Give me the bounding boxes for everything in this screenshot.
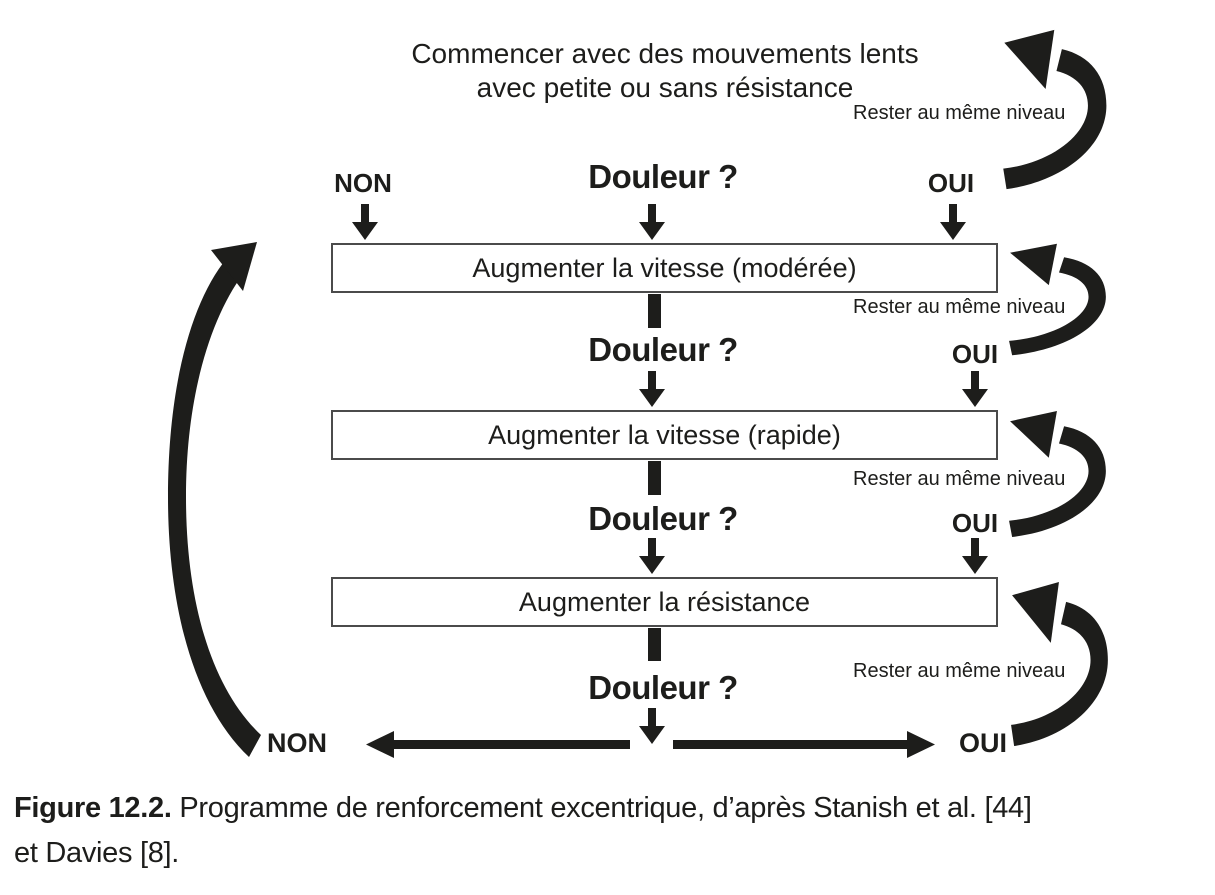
left-arrow-icon xyxy=(366,731,630,758)
down-arrow-icon-yes-1 xyxy=(940,204,966,240)
start-instruction: Commencer avec des mouvements lents avec… xyxy=(332,37,998,105)
connector-stub-1 xyxy=(648,294,661,328)
down-arrow-icon-pain-3 xyxy=(639,538,665,574)
start-instruction-line2: avec petite ou sans résistance xyxy=(476,72,854,103)
connector-stub-2 xyxy=(648,461,661,495)
right-arrow-icon xyxy=(673,731,935,758)
step-box-3: Augmenter la résistance xyxy=(331,577,998,627)
loop-arrow-icon-4 xyxy=(1011,581,1108,747)
pain-question-2: Douleur ? xyxy=(588,331,738,368)
no-label-top: NON xyxy=(334,168,392,198)
stay-level-label-4: Rester au même niveau xyxy=(853,660,1066,682)
loop-arrow-icon-3 xyxy=(1009,411,1106,537)
yes-label-1: OUI xyxy=(927,168,975,198)
step-box-2-label: Augmenter la vitesse (rapide) xyxy=(488,419,841,450)
loop-arrow-icon-1 xyxy=(1003,29,1107,190)
yes-label-2: OUI xyxy=(951,339,999,369)
figure-caption: Figure 12.2. Programme de renforcement e… xyxy=(14,786,1206,876)
pain-question-3: Douleur ? xyxy=(588,500,738,537)
start-instruction-line1: Commencer avec des mouvements lents xyxy=(411,38,919,69)
pain-question-4: Douleur ? xyxy=(588,669,738,706)
step-box-1-label: Augmenter la vitesse (modérée) xyxy=(472,252,857,283)
figure-caption-text1: Programme de renforcement excentrique, d… xyxy=(179,792,1032,824)
down-arrow-icon-no-1 xyxy=(352,204,378,240)
down-arrow-icon-pain-2 xyxy=(639,371,665,407)
step-box-1: Augmenter la vitesse (modérée) xyxy=(331,243,998,293)
step-box-3-label: Augmenter la résistance xyxy=(518,586,811,617)
stay-level-label-2: Rester au même niveau xyxy=(853,296,1066,318)
figure-caption-label: Figure 12.2. xyxy=(14,792,172,824)
figure-caption-text2: et Davies [8]. xyxy=(14,837,180,869)
down-arrow-icon-yes-2 xyxy=(962,371,988,407)
restart-arrow-icon xyxy=(168,242,261,757)
figure-caption-line1: Figure 12.2. Programme de renforcement e… xyxy=(14,786,1206,831)
stay-level-label-3: Rester au même niveau xyxy=(853,468,1066,490)
down-arrow-icon-pain-4 xyxy=(639,708,665,744)
stay-level-label-1: Rester au même niveau xyxy=(853,102,1066,124)
yes-label-3: OUI xyxy=(951,508,999,538)
pain-question-1: Douleur ? xyxy=(588,158,738,195)
loop-arrow-icon-2 xyxy=(1009,243,1106,356)
connector-stub-3 xyxy=(648,628,661,661)
step-box-2: Augmenter la vitesse (rapide) xyxy=(331,410,998,460)
no-label-bottom: NON xyxy=(267,728,327,758)
down-arrow-icon-yes-3 xyxy=(962,538,988,574)
down-arrow-icon-pain-1 xyxy=(639,204,665,240)
yes-label-bottom: OUI xyxy=(958,728,1007,758)
